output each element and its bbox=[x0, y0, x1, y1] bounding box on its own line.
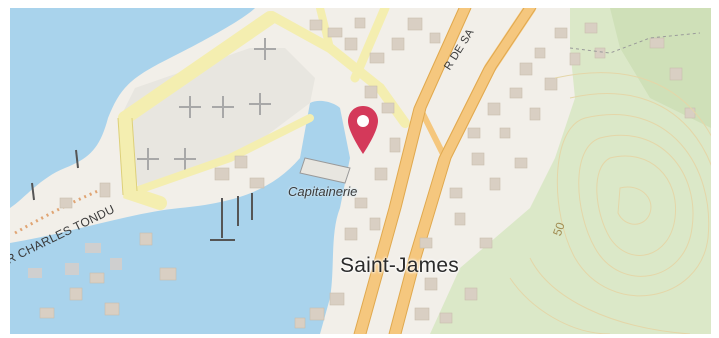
piers bbox=[31, 149, 253, 241]
major-roads-edge bbox=[353, 8, 537, 334]
quay bbox=[299, 157, 351, 184]
cemetery-crosses bbox=[137, 38, 276, 170]
paths-dashed bbox=[569, 32, 701, 54]
minor-roads bbox=[118, 8, 410, 210]
contour-lines bbox=[509, 72, 711, 334]
minor-roads-outline bbox=[117, 117, 138, 196]
map-canvas[interactable] bbox=[10, 8, 711, 334]
buildings bbox=[39, 17, 696, 329]
map-view[interactable]: Saint-James Capitainerie R CHARLES TONDU… bbox=[10, 8, 711, 334]
hillside-vegetation bbox=[430, 8, 711, 334]
gray-warehouses bbox=[28, 243, 122, 278]
sea-water bbox=[10, 8, 255, 208]
hillside-vegetation-2 bbox=[610, 8, 711, 128]
map-pin-icon[interactable] bbox=[348, 106, 378, 154]
coastline bbox=[14, 184, 111, 235]
